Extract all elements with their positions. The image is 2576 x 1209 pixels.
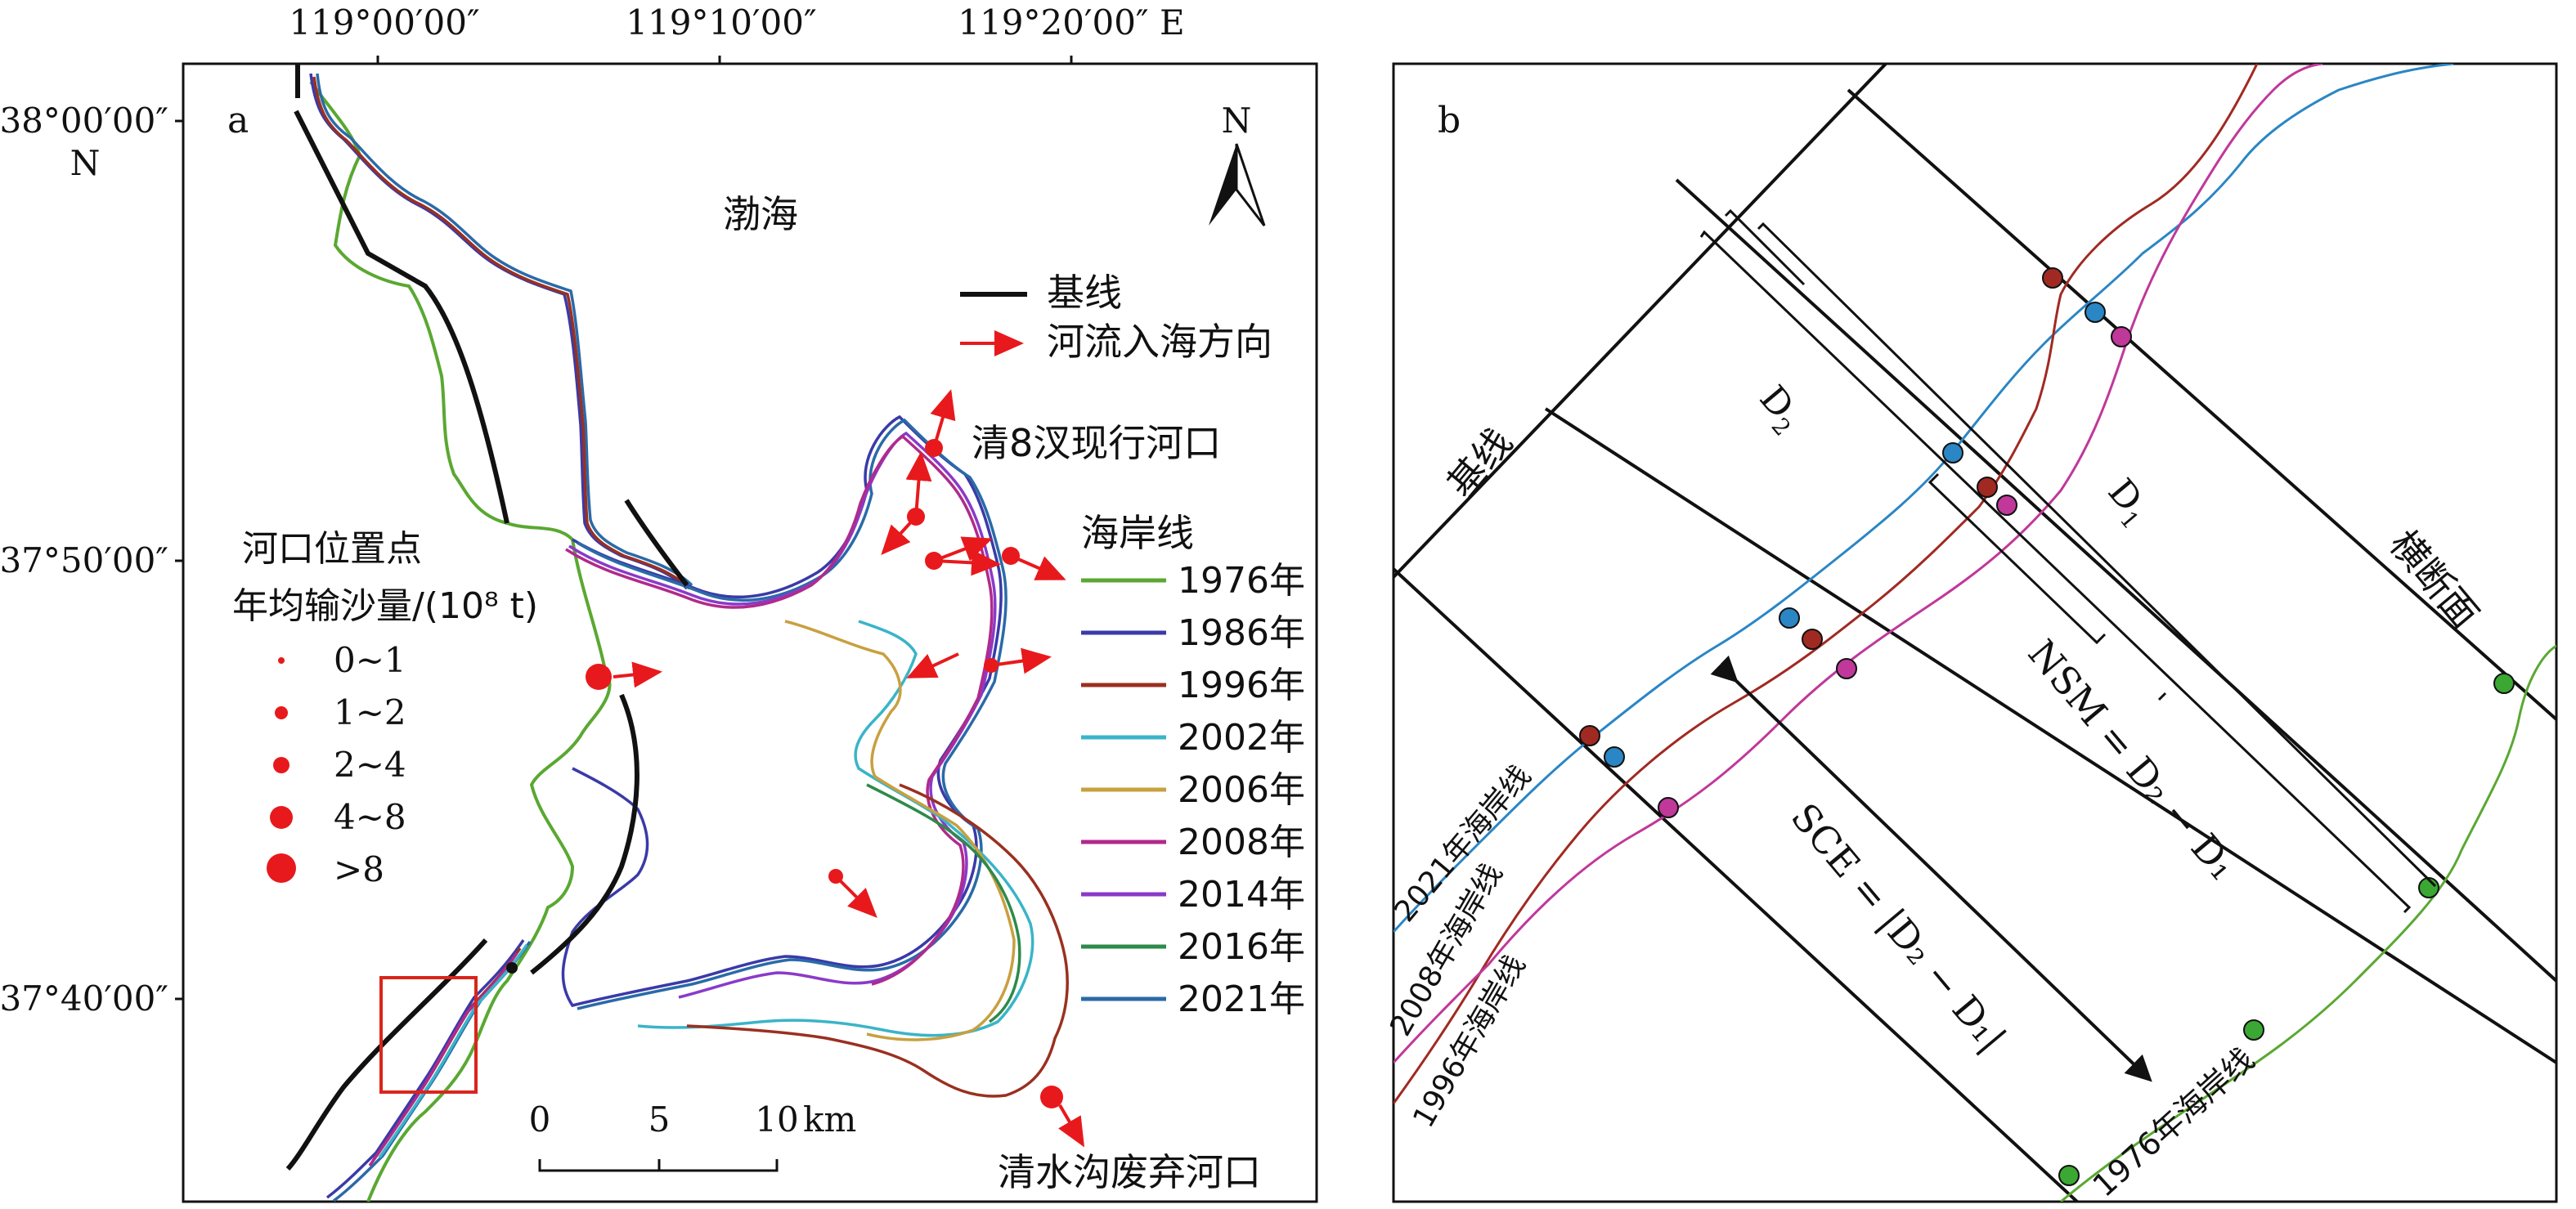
d2-label: D2	[1748, 378, 1811, 441]
shoreline-legend-label: 1976年	[1178, 560, 1305, 602]
estuary-points	[586, 389, 1085, 1148]
baseline-b-label: 基线	[1438, 420, 1521, 506]
lat-unit-label: N	[70, 143, 101, 183]
lon-tick-label: 119°10′00″	[626, 2, 816, 43]
shoreline-2008-b	[1393, 64, 2323, 1064]
sediment-legend: 河口位置点 年均输沙量/(10⁸ t) 0~1 1~2 2~4 4~8 >8	[232, 528, 538, 889]
shoreline-legend-label: 2016年	[1178, 926, 1305, 968]
scale-tick-label: 0	[529, 1099, 551, 1140]
longitude-ticks: 119°00′00″ 119°10′00″ 119°20′00″ E	[289, 2, 1185, 64]
shoreline-legend-label: 2008年	[1178, 822, 1305, 863]
lon-tick-label: 119°00′00″	[289, 2, 479, 43]
intersection-dots	[1579, 267, 2515, 1186]
shoreline-legend-title: 海岸线	[1081, 511, 1194, 555]
shoreline-1996-b	[1393, 64, 2259, 1104]
lon-tick-label: 119°20′00″ E	[958, 2, 1184, 43]
estuary-point	[586, 664, 612, 690]
sediment-class-label: 2~4	[334, 745, 406, 785]
legend-flow-label: 河流入海方向	[1047, 320, 1272, 364]
estuary-current-label: 清8汊现行河口	[972, 421, 1221, 465]
delta-shorelines	[561, 414, 1069, 1098]
shoreline-1976	[309, 80, 612, 1202]
lat-tick-label: 37°40′00″	[0, 978, 168, 1019]
lat-tick-label: 38°00′00″	[0, 101, 168, 141]
sce-arrow	[1710, 655, 2152, 1082]
estuary-abandoned-label: 清水沟废弃河口	[998, 1150, 1261, 1194]
northwest-coast-bundle	[309, 73, 693, 590]
lat-tick-label: 37°50′00″	[0, 540, 168, 580]
d1-label: D1	[2096, 471, 2160, 534]
shoreline-legend-label: 2014年	[1178, 874, 1305, 916]
scale-tick-label: 5	[648, 1099, 671, 1140]
shoreline-legend: 海岸线 1976年 1986年 1996年 2002年 2006年 2008年 2014年 2…	[1081, 511, 1305, 1020]
scale-tick-label: 10	[755, 1099, 798, 1140]
scale-unit-label: km	[803, 1099, 856, 1140]
shoreline-legend-label: 2002年	[1178, 717, 1305, 759]
panel-b-label: b	[1438, 100, 1461, 141]
panel-a: 119°00′00″ 119°10′00″ 119°20′00″ E 38°00…	[0, 2, 1318, 1203]
southwest-coast-bundle	[325, 939, 532, 1202]
baseline-b	[1393, 64, 1887, 579]
north-arrow-label: N	[1222, 101, 1252, 141]
estuary-point	[1040, 1086, 1063, 1108]
sce-label: SCE = |D₂ − D₁|	[1783, 795, 2015, 1059]
shoreline-1976-label: 1976年海岸线	[2086, 1041, 2261, 1204]
shoreline-legend-label: 1986年	[1178, 612, 1305, 654]
sediment-legend-title-2: 年均输沙量/(10⁸ t)	[232, 585, 538, 627]
latitude-ticks: 38°00′00″ N 37°50′00″ 37°40′00″	[0, 101, 183, 1019]
sediment-class-label: 1~2	[334, 692, 406, 732]
shoreline-legend-label: 1996年	[1178, 665, 1305, 706]
baselines	[285, 64, 689, 1171]
distance-brackets	[1699, 208, 2437, 914]
inset-box	[379, 976, 478, 1094]
sea-name: 渤海	[723, 192, 798, 236]
legend-baseline-label: 基线	[1047, 271, 1122, 315]
panel-b-frame	[1392, 62, 2558, 1203]
scale-bar: 0 5 10 km	[529, 1099, 856, 1172]
panel-a-label: a	[227, 100, 249, 141]
shoreline-2021-b	[1393, 64, 2454, 934]
panel-a-frame	[182, 62, 1318, 1203]
nsm-label: NSM = D₂ − D₁	[2020, 631, 2246, 888]
shoreline-1976-b	[2060, 644, 2556, 1202]
sediment-legend-title-1: 河口位置点	[242, 528, 422, 570]
shoreline-legend-label: 2006年	[1178, 769, 1305, 811]
sediment-class-label: 0~1	[334, 640, 406, 680]
shoreline-legend-label: 2021年	[1178, 978, 1305, 1020]
sediment-class-label: 4~8	[334, 797, 406, 837]
sediment-class-label: >8	[334, 849, 384, 889]
panel-b: b 基线 横断面 D2 D1 NSM = D₂ − D₁ SCE = |D₂ −…	[1384, 62, 2558, 1204]
north-arrow-icon: N	[1209, 101, 1266, 226]
legend-lines: 基线 河流入海方向	[960, 271, 1272, 364]
